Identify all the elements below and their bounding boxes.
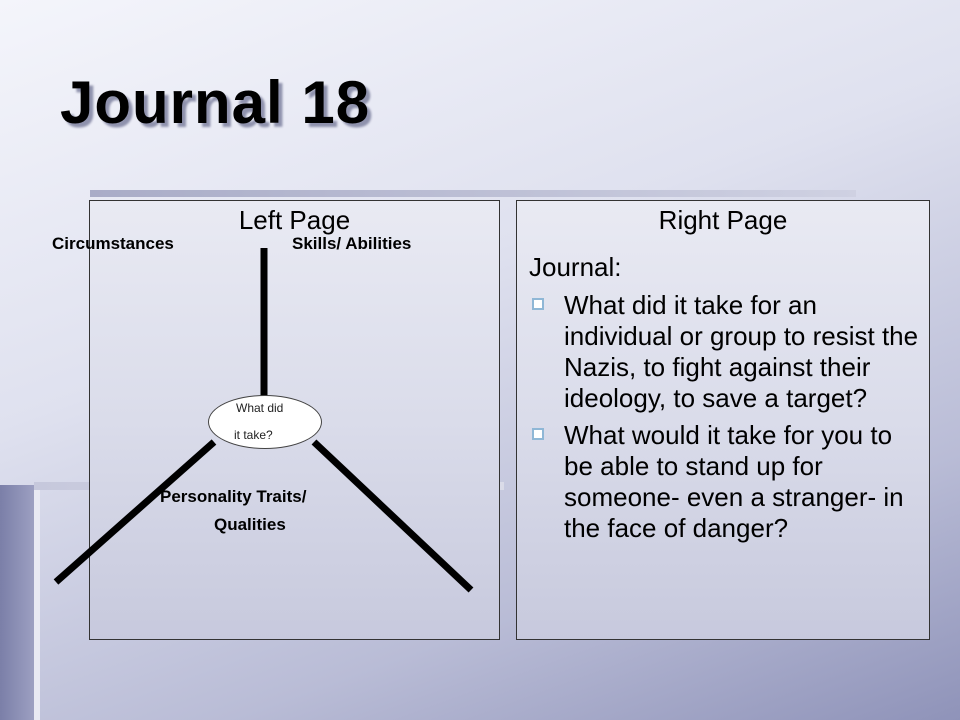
list-item: What would it take for you to be able to…: [528, 420, 920, 544]
right-page-panel: Right Page: [516, 200, 930, 640]
circumstances-label: Circumstances: [52, 234, 174, 253]
journal-prompt-1: What did it take for an individual or gr…: [564, 290, 919, 413]
center-oval: [208, 395, 322, 449]
center-oval-text-line2: it take?: [234, 428, 273, 442]
list-item: What did it take for an individual or gr…: [528, 290, 920, 414]
left-page-heading: Left Page: [238, 205, 351, 235]
right-page-heading: Right Page: [658, 205, 788, 235]
decorative-bar-left-highlight: [34, 485, 40, 720]
center-oval-text-line1: What did: [236, 401, 284, 415]
square-bullet-icon: [532, 428, 544, 440]
slide-title: Journal 18: [60, 69, 371, 136]
decorative-bar-top: [90, 190, 856, 197]
personality-traits-label: Personality Traits/: [160, 487, 307, 506]
decorative-bar-left: [0, 485, 40, 720]
skills-abilities-label: Skills/ Abilities: [292, 234, 412, 253]
square-bullet-icon: [532, 298, 544, 310]
qualities-label: Qualities: [214, 515, 286, 534]
journal-prompt-list: What did it take for an individual or gr…: [528, 290, 920, 550]
branch-line-left: [53, 439, 217, 585]
journal-label: Journal:: [529, 252, 622, 282]
journal-prompt-2: What would it take for you to be able to…: [564, 420, 904, 543]
branch-line-right: [311, 439, 474, 593]
